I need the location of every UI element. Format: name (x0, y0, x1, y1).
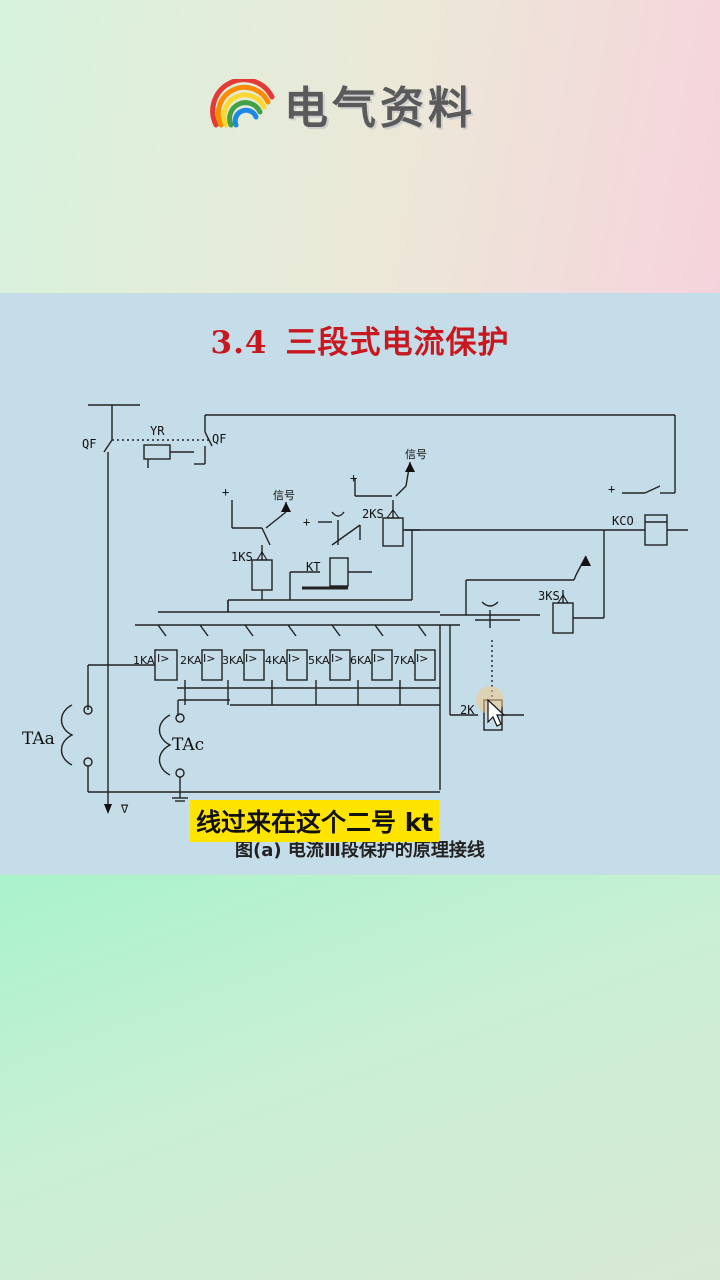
lecture-slide: 3.4 三段式电流保护 (0, 293, 720, 875)
label-relay-2: 2KA (180, 654, 202, 667)
bottom-background (0, 875, 720, 1280)
label-relay-5: 5KA (308, 654, 330, 667)
label-plus-4: + (608, 482, 615, 496)
video-subtitle: 线过来在这个二号 kt (190, 800, 440, 842)
figure-caption: 图(a) 电流Ⅲ段保护的原理接线 (235, 840, 485, 861)
label-3ks: 3KS (538, 589, 560, 603)
label-2k: 2K (460, 703, 475, 717)
section-title: 三段式电流保护 (285, 325, 510, 361)
label-yr: YR (150, 424, 165, 438)
label-2ks: 2KS (362, 507, 384, 521)
label-relay-6: 6KA (350, 654, 372, 667)
label-signal-2: 信号 (405, 448, 427, 461)
label-relay-1: 1KA (133, 654, 155, 667)
relay-symbol-6: I> (373, 652, 385, 665)
label-qf-left: QF (82, 437, 96, 451)
relay-symbol-5: I> (331, 652, 343, 665)
label-plus-3: + (350, 471, 357, 485)
mouse-cursor-icon (476, 686, 506, 727)
label-qf-right: QF (212, 432, 226, 446)
rainbow-icon (210, 79, 275, 128)
label-relay-7: 7KA (393, 654, 415, 667)
label-ta-a: TAa (22, 729, 55, 749)
relay-symbol-4: I> (288, 652, 300, 665)
relay-symbol-2: I> (203, 652, 215, 665)
relay-symbol-7: I> (416, 652, 428, 665)
relay-symbol-1: I> (157, 652, 169, 665)
top-banner: 电气资料 (0, 0, 720, 293)
label-plus-1: + (222, 485, 229, 499)
circuit-diagram: QF QF YR 信号 信号 + + + + 1KS 2KS 3KS KT KC… (22, 404, 688, 816)
label-signal-1: 信号 (273, 489, 295, 502)
label-ta-c: TAc (172, 735, 204, 755)
label-ground: ∇ (120, 802, 129, 816)
label-kco: KCO (612, 514, 634, 528)
label-relay-4: 4KA (265, 654, 287, 667)
label-1ks: 1KS (231, 550, 253, 564)
relay-symbol-3: I> (245, 652, 257, 665)
brand-name: 电气资料 (284, 83, 476, 134)
label-plus-2: + (303, 515, 310, 529)
label-kt: KT (306, 560, 320, 574)
section-number: 3.4 (210, 325, 268, 361)
label-relay-3: 3KA (222, 654, 244, 667)
brand: 电气资料 (210, 74, 476, 134)
slide-title: 3.4 三段式电流保护 (0, 317, 720, 362)
